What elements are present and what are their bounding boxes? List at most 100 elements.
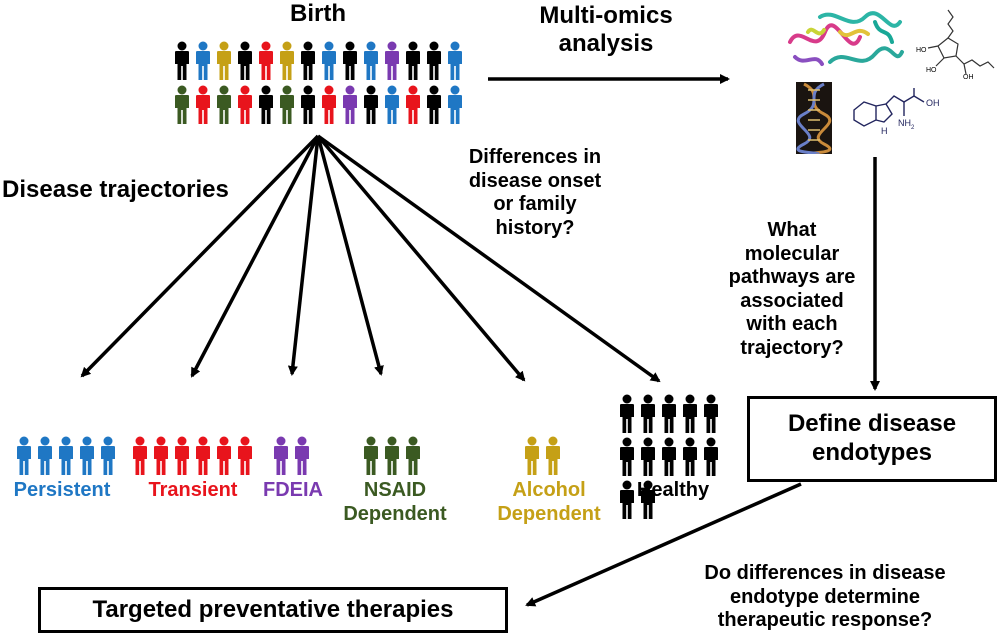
person-icon	[238, 436, 252, 475]
person-icon	[274, 436, 288, 475]
alcohol-label-line-1: Alcohol	[512, 479, 586, 501]
person-icon	[641, 437, 655, 476]
healthy-group	[617, 394, 737, 520]
person-icon	[683, 437, 697, 476]
person-icon	[641, 394, 655, 433]
person-icon	[343, 85, 357, 124]
transient-group	[130, 436, 255, 476]
differences-onset-label: Differences in disease onset or family h…	[440, 146, 630, 240]
person-icon	[364, 41, 378, 80]
arrow-to-alcohol	[316, 134, 526, 382]
persistent-label: Persistent	[13, 479, 111, 501]
person-icon	[59, 436, 73, 475]
person-icon	[259, 85, 273, 124]
person-icon	[427, 85, 441, 124]
therapeutic-response-question: Do differences in disease endotype deter…	[660, 562, 990, 633]
person-icon	[343, 41, 357, 80]
person-icon	[662, 394, 676, 433]
person-icon	[448, 41, 462, 80]
persistent-people	[14, 436, 118, 476]
molecular-question-line-3: pathways are	[728, 266, 856, 289]
person-icon	[280, 85, 294, 124]
person-icon	[259, 41, 273, 80]
person-icon	[406, 85, 420, 124]
nsaid-label: NSAID Dependent	[330, 479, 460, 526]
person-icon	[364, 436, 378, 475]
therapeutic-question-line-2: endotype determine	[729, 585, 921, 608]
person-icon	[133, 436, 147, 475]
differences-onset-line-4: history?	[495, 216, 575, 239]
alcohol-people	[522, 436, 563, 476]
person-icon	[175, 436, 189, 475]
fdeia-label: FDEIA	[263, 479, 323, 501]
tryptophan-nh2-subscript: 2	[911, 125, 915, 131]
person-icon	[385, 85, 399, 124]
tryptophan-structure-icon: OH NH 2 H	[853, 88, 940, 136]
healthy-label: Healthy	[636, 479, 710, 501]
person-icon	[620, 480, 634, 519]
endotypes-line-2: endotypes	[811, 439, 933, 466]
person-icon	[322, 85, 336, 124]
birth-crowd	[172, 41, 477, 124]
person-icon	[217, 436, 231, 475]
person-icon	[175, 85, 189, 124]
person-icon	[704, 437, 718, 476]
arrow-endotypes-to-therapies	[525, 482, 802, 607]
person-icon	[196, 85, 210, 124]
person-icon	[301, 41, 315, 80]
prostaglandin-ho-2: HO	[926, 67, 937, 74]
disease-trajectories-label: Disease trajectories	[2, 176, 229, 203]
person-icon	[238, 41, 252, 80]
prostaglandin-structure-icon: HO HO OH	[916, 9, 995, 80]
person-icon	[101, 436, 115, 475]
differences-onset-line-1: Differences in	[468, 146, 602, 168]
person-icon	[301, 85, 315, 124]
person-icon	[322, 41, 336, 80]
multiomics-line-1: Multi-omics	[539, 2, 673, 29]
molecular-question-line-5: with each	[746, 313, 838, 336]
molecular-question-line-1: What	[767, 219, 817, 241]
person-icon	[238, 85, 252, 124]
person-icon	[683, 394, 697, 433]
protein-structure-icon	[788, 11, 904, 66]
therapeutic-question-line-1: Do differences in disease	[704, 562, 946, 584]
prostaglandin-ho-1: HO	[916, 47, 927, 54]
person-icon	[17, 436, 31, 475]
molecular-question-line-6: trajectory?	[740, 336, 844, 359]
person-icon	[406, 436, 420, 475]
arrow-to-nsaid	[316, 135, 384, 376]
person-icon	[295, 436, 309, 475]
person-icon	[385, 436, 399, 475]
nsaid-label-line-2: Dependent	[343, 502, 447, 525]
molecular-question-line-4: associated	[740, 289, 844, 312]
differences-onset-line-2: disease onset	[468, 169, 602, 192]
molecular-question-line-2: molecular	[744, 242, 840, 265]
person-icon	[38, 436, 52, 475]
person-icon	[364, 85, 378, 124]
person-icon	[385, 41, 399, 80]
therapies-label: Targeted preventative therapies	[92, 596, 454, 623]
person-icon	[704, 394, 718, 433]
persistent-group	[14, 436, 118, 476]
arrow-to-persistent	[80, 134, 320, 378]
therapeutic-question-line-3: therapeutic response?	[717, 609, 933, 632]
person-icon	[196, 41, 210, 80]
person-icon	[546, 436, 560, 475]
tryptophan-nh2: NH	[898, 118, 911, 128]
nsaid-people	[361, 436, 423, 476]
prostaglandin-oh: OH	[963, 74, 974, 80]
person-icon	[196, 436, 210, 475]
arrow-to-healthy	[316, 134, 661, 383]
person-icon	[427, 41, 441, 80]
person-icon	[217, 41, 231, 80]
fdeia-people	[271, 436, 312, 476]
fdeia-group	[271, 436, 312, 476]
nsaid-label-line-1: NSAID	[363, 479, 427, 501]
person-icon	[620, 394, 634, 433]
person-icon	[154, 436, 168, 475]
birth-label: Birth	[290, 0, 346, 27]
nsaid-group	[361, 436, 423, 476]
transient-people	[130, 436, 255, 476]
healthy-people	[617, 394, 737, 520]
